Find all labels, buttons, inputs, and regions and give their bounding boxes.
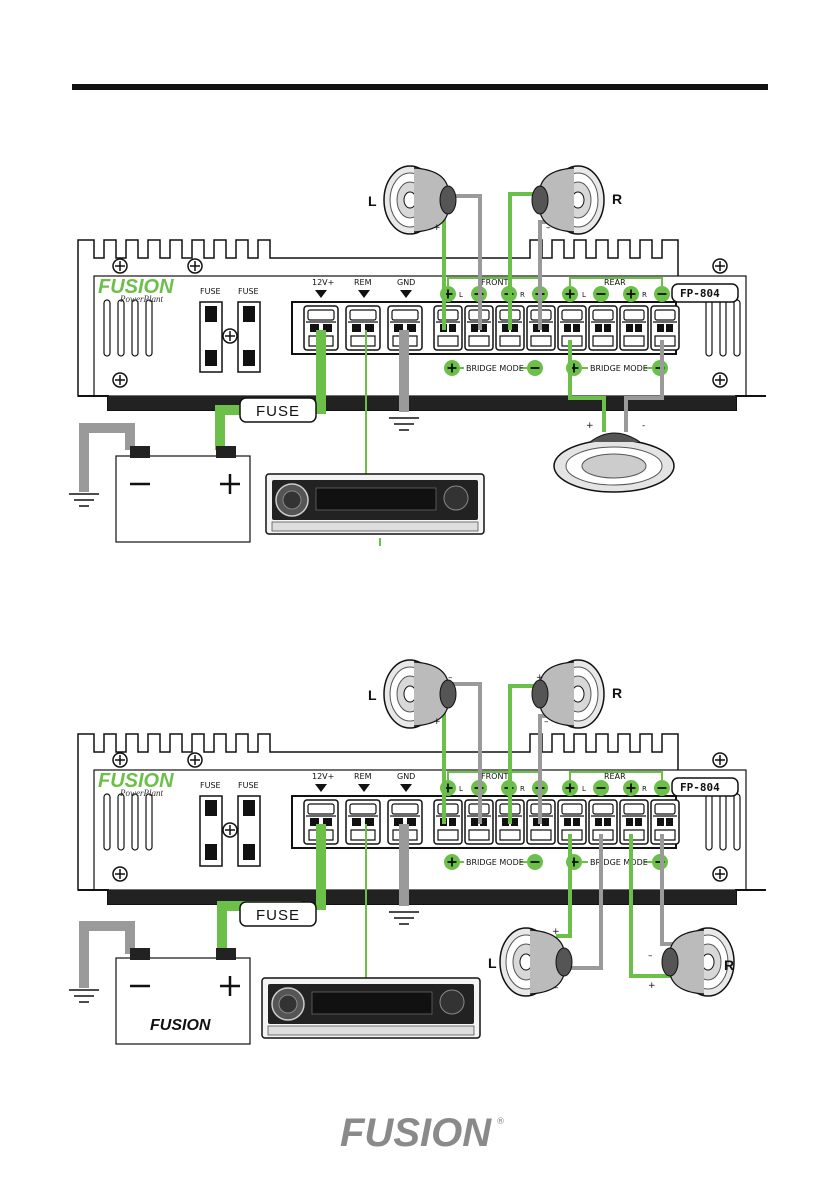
amp-model-2: FP-804 (680, 781, 720, 794)
rear-left-speaker-2: L + – (488, 927, 573, 997)
rear-right-speaker-2: R – + (648, 927, 735, 997)
battery-brand: FUSION (150, 1017, 211, 1034)
front-left-speaker-1: L + (368, 165, 457, 235)
front-left-speaker-2: L – + (368, 659, 457, 729)
channel-label-front-l-2: L (459, 785, 463, 793)
svg-text:L: L (368, 193, 377, 209)
label-rem: REM (354, 278, 372, 287)
svg-text:+: + (552, 927, 560, 937)
terminal-strip-2 (303, 799, 680, 845)
amp-tagline: PowerPlant (119, 294, 163, 304)
front-label-2: FRONT (481, 772, 508, 781)
svg-text:®: ® (496, 1117, 505, 1127)
channel-label-front-r: R (520, 291, 525, 299)
fuse-label-1: FUSE (200, 287, 221, 296)
amp-model: FP-804 (680, 287, 720, 300)
label-12v-2: 12V+ (312, 772, 334, 781)
bridge-mode-label-rear-2: BRIDGE MODE (590, 858, 648, 867)
front-right-speaker-1: R – (531, 165, 622, 235)
label-gnd: GND (397, 278, 415, 287)
inline-fuse-label-2: FUSE (256, 907, 300, 924)
svg-text:–: – (546, 223, 551, 233)
svg-text:+: + (648, 981, 656, 991)
svg-text:-: - (642, 421, 645, 431)
bridge-mode-label-front: BRIDGE MODE (466, 364, 524, 373)
svg-text:–: – (554, 983, 559, 993)
channel-label-front-r-2: R (520, 785, 525, 793)
subwoofer-speaker: + - (553, 421, 675, 493)
svg-text:+: + (433, 223, 441, 233)
terminal-strip-1 (303, 305, 680, 351)
svg-text:–: – (448, 673, 453, 683)
front-label: FRONT (481, 278, 508, 287)
label-rem-2: REM (354, 772, 372, 781)
svg-text:L: L (488, 955, 497, 971)
svg-text:R: R (724, 957, 734, 973)
header-rule (72, 84, 768, 90)
rear-label: REAR (604, 278, 626, 287)
amp-brand-logo-2: FUSION (98, 770, 174, 792)
diagram-2: FUSION PowerPlant FUSE FUSE FP-804 12V+ … (68, 659, 766, 1046)
fuse-label-4: FUSE (238, 781, 259, 790)
channel-label-rear-r-2: R (642, 785, 647, 793)
channel-label-rear-l-2: L (582, 785, 586, 793)
svg-text:–: – (544, 717, 549, 727)
channel-label-rear-r: R (642, 291, 647, 299)
svg-text:–: – (648, 951, 653, 961)
front-right-speaker-2: R + – (531, 659, 622, 729)
amp-brand-logo: FUSION (98, 276, 174, 298)
svg-text:R: R (612, 191, 622, 207)
diagram-1: FUSION PowerPlant FUSE FUSE FP-804 12V+ … (68, 165, 766, 546)
channel-label-front-l: L (459, 291, 463, 299)
svg-text:L: L (368, 687, 377, 703)
svg-text:+: + (433, 717, 441, 727)
label-12v: 12V+ (312, 278, 334, 287)
svg-text:+: + (586, 421, 594, 431)
inline-fuse-label-1: FUSE (256, 403, 300, 420)
bridge-mode-label-rear: BRIDGE MODE (590, 364, 648, 373)
amp-fuse-holders-2 (199, 795, 261, 867)
fuse-label-3: FUSE (200, 781, 221, 790)
label-gnd-2: GND (397, 772, 415, 781)
bridge-mode-label-front-2: BRIDGE MODE (466, 858, 524, 867)
channel-label-rear-l: L (582, 291, 586, 299)
svg-text:+: + (536, 673, 544, 683)
footer-brand-logo: FUSION (340, 1111, 492, 1155)
svg-text:R: R (612, 685, 622, 701)
fuse-label-2: FUSE (238, 287, 259, 296)
rear-label-2: REAR (604, 772, 626, 781)
amp-tagline-2: PowerPlant (119, 788, 163, 798)
amp-fuse-holders (199, 301, 261, 373)
